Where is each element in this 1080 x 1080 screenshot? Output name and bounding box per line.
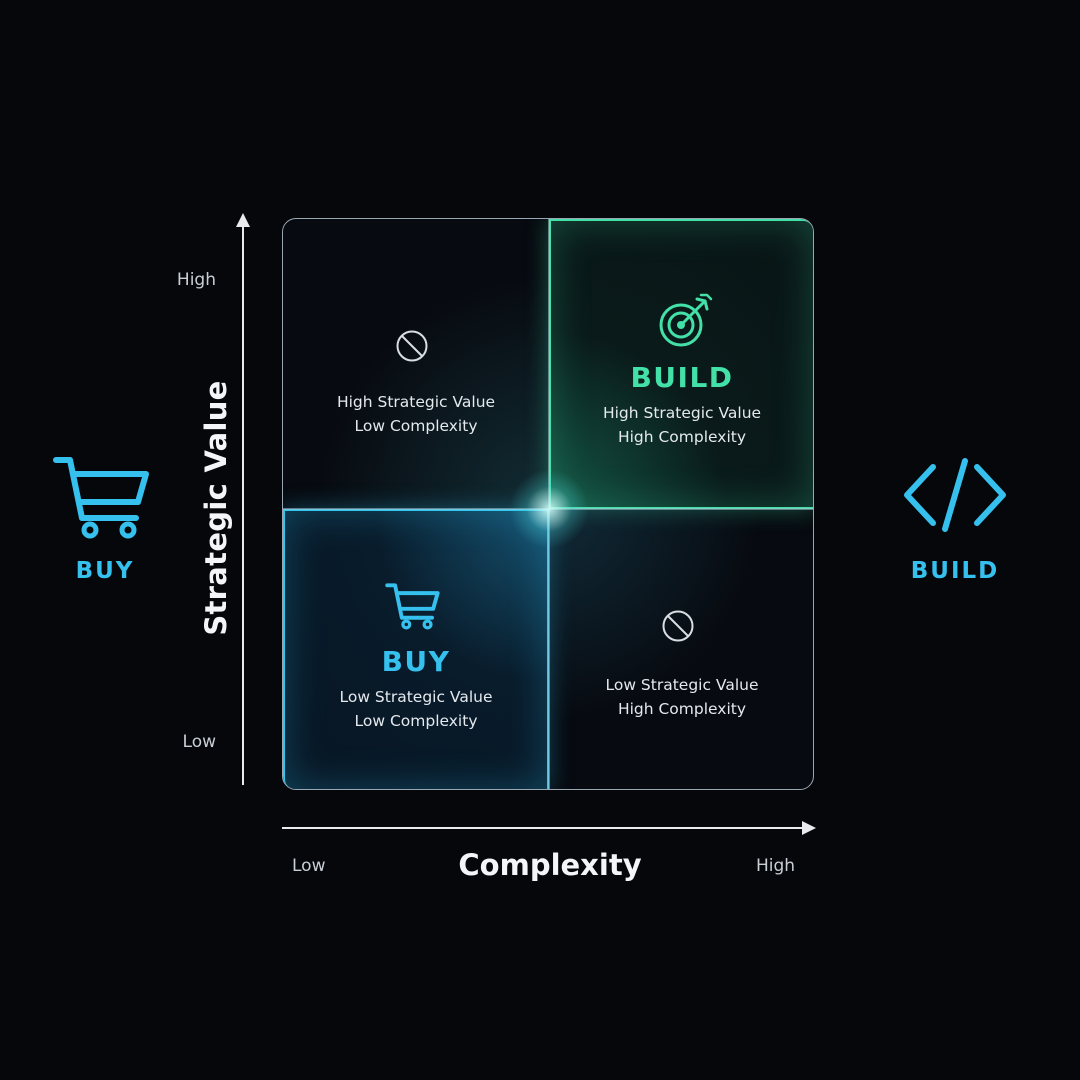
center-glow [509,469,589,549]
y-tick-high: High [176,270,216,290]
right-side-build: BUILD [895,455,1015,590]
quadrant-text-line2: Low Complexity [354,417,478,435]
shopping-cart-icon [385,583,440,630]
left-side-buy: BUY [50,450,160,590]
quadrant-text-line1: Low Strategic Value [339,688,493,706]
quadrant-top-left: High Strategic Value Low Complexity [283,219,549,509]
x-tick-low: Low [292,856,326,876]
shopping-cart-icon [53,457,149,539]
x-axis-label: Complexity [458,848,642,882]
target-icon [659,293,713,347]
quadrant-text-line1: Low Strategic Value [605,676,759,694]
quadrant-grid: High Strategic Value Low Complexity BUIL… [282,218,814,790]
y-axis-line [242,225,244,785]
x-tick-high: High [756,856,796,876]
quadrant-text-line1: High Strategic Value [602,404,762,422]
quadrant-top-right-build: BUILD High Strategic Value High Complexi… [549,219,813,509]
quadrant-title-build: BUILD [630,361,734,394]
quadrant-bottom-left-buy: BUY Low Strategic Value Low Complexity [283,509,549,789]
x-axis-line [282,827,804,829]
prohibited-icon [662,610,694,642]
quadrant-title-buy: BUY [381,645,451,678]
side-label-buy: BUY [75,558,135,584]
y-axis-arrowhead [236,213,250,227]
code-icon [904,458,1006,532]
x-axis-arrowhead [802,821,816,835]
prohibited-icon [396,330,428,362]
side-label-build: BUILD [910,558,1000,584]
quadrant-text-line1: High Strategic Value [336,393,496,411]
y-axis-label-text: Strategic Value [199,380,233,636]
quadrant-text-line2: High Complexity [617,700,747,718]
y-tick-low: Low [182,732,216,752]
quadrant-text-line2: Low Complexity [354,712,478,730]
quadrant-text-line2: High Complexity [617,428,747,446]
quadrant-bottom-right: Low Strategic Value High Complexity [549,509,813,789]
